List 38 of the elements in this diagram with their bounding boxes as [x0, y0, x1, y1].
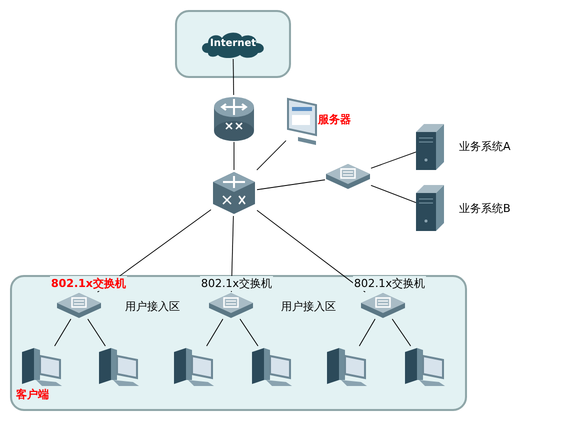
router-icon: [212, 95, 256, 142]
connection-line: [256, 179, 326, 190]
device-label: 802.1x交换机: [50, 276, 127, 291]
switch-icon: [208, 292, 254, 319]
connection-line: [256, 210, 366, 292]
cloud: Internet: [200, 31, 266, 59]
zone-label: 用户接入区: [125, 299, 180, 314]
computer-icon: [250, 346, 294, 388]
switch-icon: [360, 292, 406, 319]
device-label: 业务系统A: [459, 139, 511, 154]
switch-icon: [211, 170, 257, 216]
connection-line: [370, 184, 416, 204]
device-label: 服务器: [318, 112, 351, 127]
access-zone-panel: [10, 275, 467, 411]
zone-label: 用户接入区: [281, 299, 336, 314]
computer-icon: [325, 346, 369, 388]
device-label: 客户端: [15, 387, 50, 402]
switch-icon: [56, 292, 102, 319]
connection-line: [358, 318, 376, 346]
server-icon: [416, 185, 444, 231]
connection-line: [240, 318, 258, 346]
computer-icon: [20, 346, 64, 388]
computer-icon: [172, 346, 216, 388]
switch-icon: [325, 163, 371, 190]
device-label: 业务系统B: [459, 201, 511, 216]
connection-line: [392, 318, 412, 346]
device-label: 802.1x交换机: [200, 276, 274, 291]
connection-line: [370, 152, 416, 169]
connection-line: [206, 318, 224, 346]
computer-icon: [97, 346, 141, 388]
connection-line: [87, 318, 106, 346]
connection-line: [256, 140, 286, 170]
computer-icon: [403, 346, 447, 388]
connection-line: [232, 58, 234, 96]
internet-panel: [175, 10, 291, 78]
device-label: 802.1x交换机: [353, 276, 426, 291]
connection-line: [54, 318, 72, 346]
server-icon: [416, 124, 444, 170]
